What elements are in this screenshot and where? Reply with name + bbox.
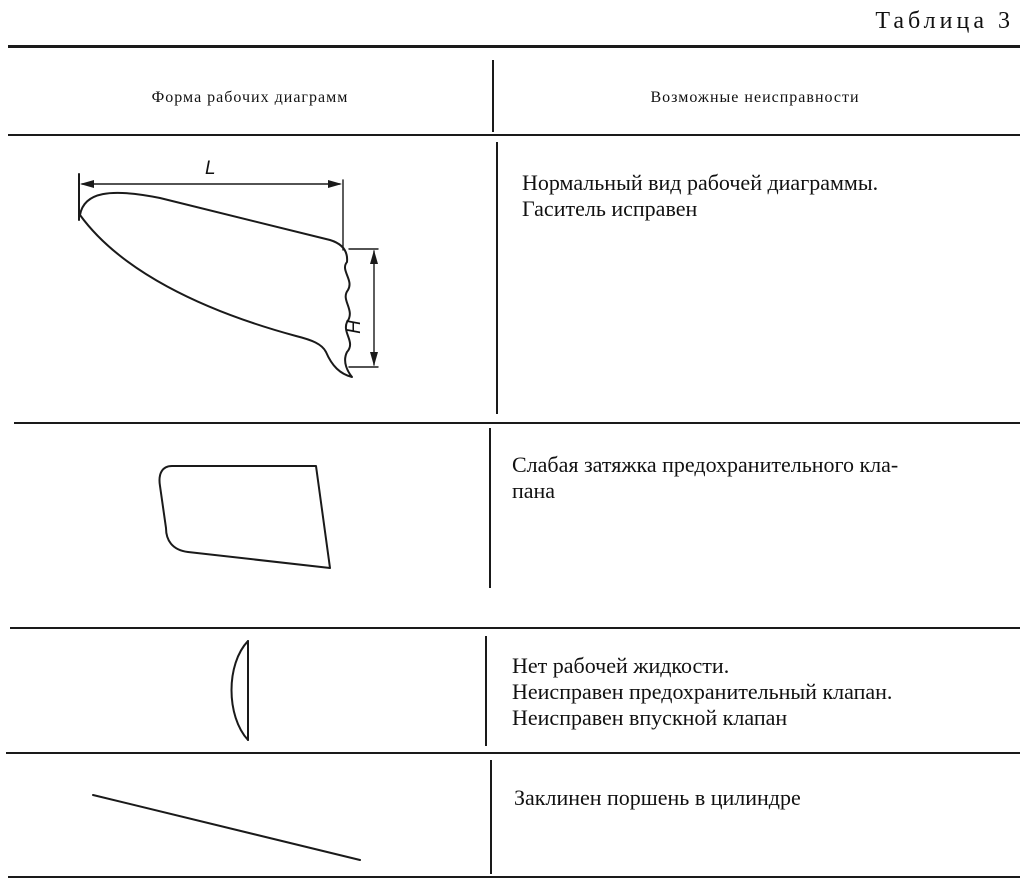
length-arrow-left — [80, 180, 94, 188]
column-divider-row-1 — [496, 142, 498, 414]
row-divider-2 — [10, 627, 1020, 629]
header-possible-faults: Возможные неисправности — [650, 89, 860, 106]
length-label: L — [205, 158, 216, 179]
row-4-fault-description: Заклинен поршень в цилиндре — [514, 785, 801, 810]
table-caption: Таблица 3 — [875, 8, 1014, 34]
row-2-fault-description: Слабая затяжка предохранительного кла- п… — [512, 452, 899, 503]
row-3-fault-description: Нет рабочей жидкости. Неисправен предохр… — [512, 653, 893, 730]
height-arrow-top — [370, 250, 378, 264]
row-divider-1 — [14, 422, 1020, 424]
header-diagram-shape: Форма рабочих диаграмм — [151, 89, 349, 106]
table-top-rule — [8, 45, 1020, 48]
height-arrow-bottom — [370, 352, 378, 366]
column-divider-header — [492, 60, 494, 132]
column-divider-row-2 — [489, 428, 491, 588]
normal-diagram-figure — [78, 173, 379, 378]
row-divider-3 — [6, 752, 1020, 754]
jammed-piston-diagram-figure — [92, 794, 361, 861]
header-bottom-rule — [8, 134, 1020, 136]
table-bottom-rule — [8, 876, 1020, 878]
length-arrow-right — [328, 180, 342, 188]
weak-valve-diagram-figure — [158, 465, 331, 569]
no-fluid-diagram-figure — [230, 640, 249, 741]
height-label: H — [343, 320, 365, 334]
column-divider-row-3 — [485, 636, 487, 746]
no-fluid-arc — [230, 640, 249, 741]
normal-diagram-curve — [79, 191, 353, 378]
row-1-fault-description: Нормальный вид рабочей диаграммы. Гасите… — [522, 170, 879, 221]
column-divider-row-4 — [490, 760, 492, 874]
